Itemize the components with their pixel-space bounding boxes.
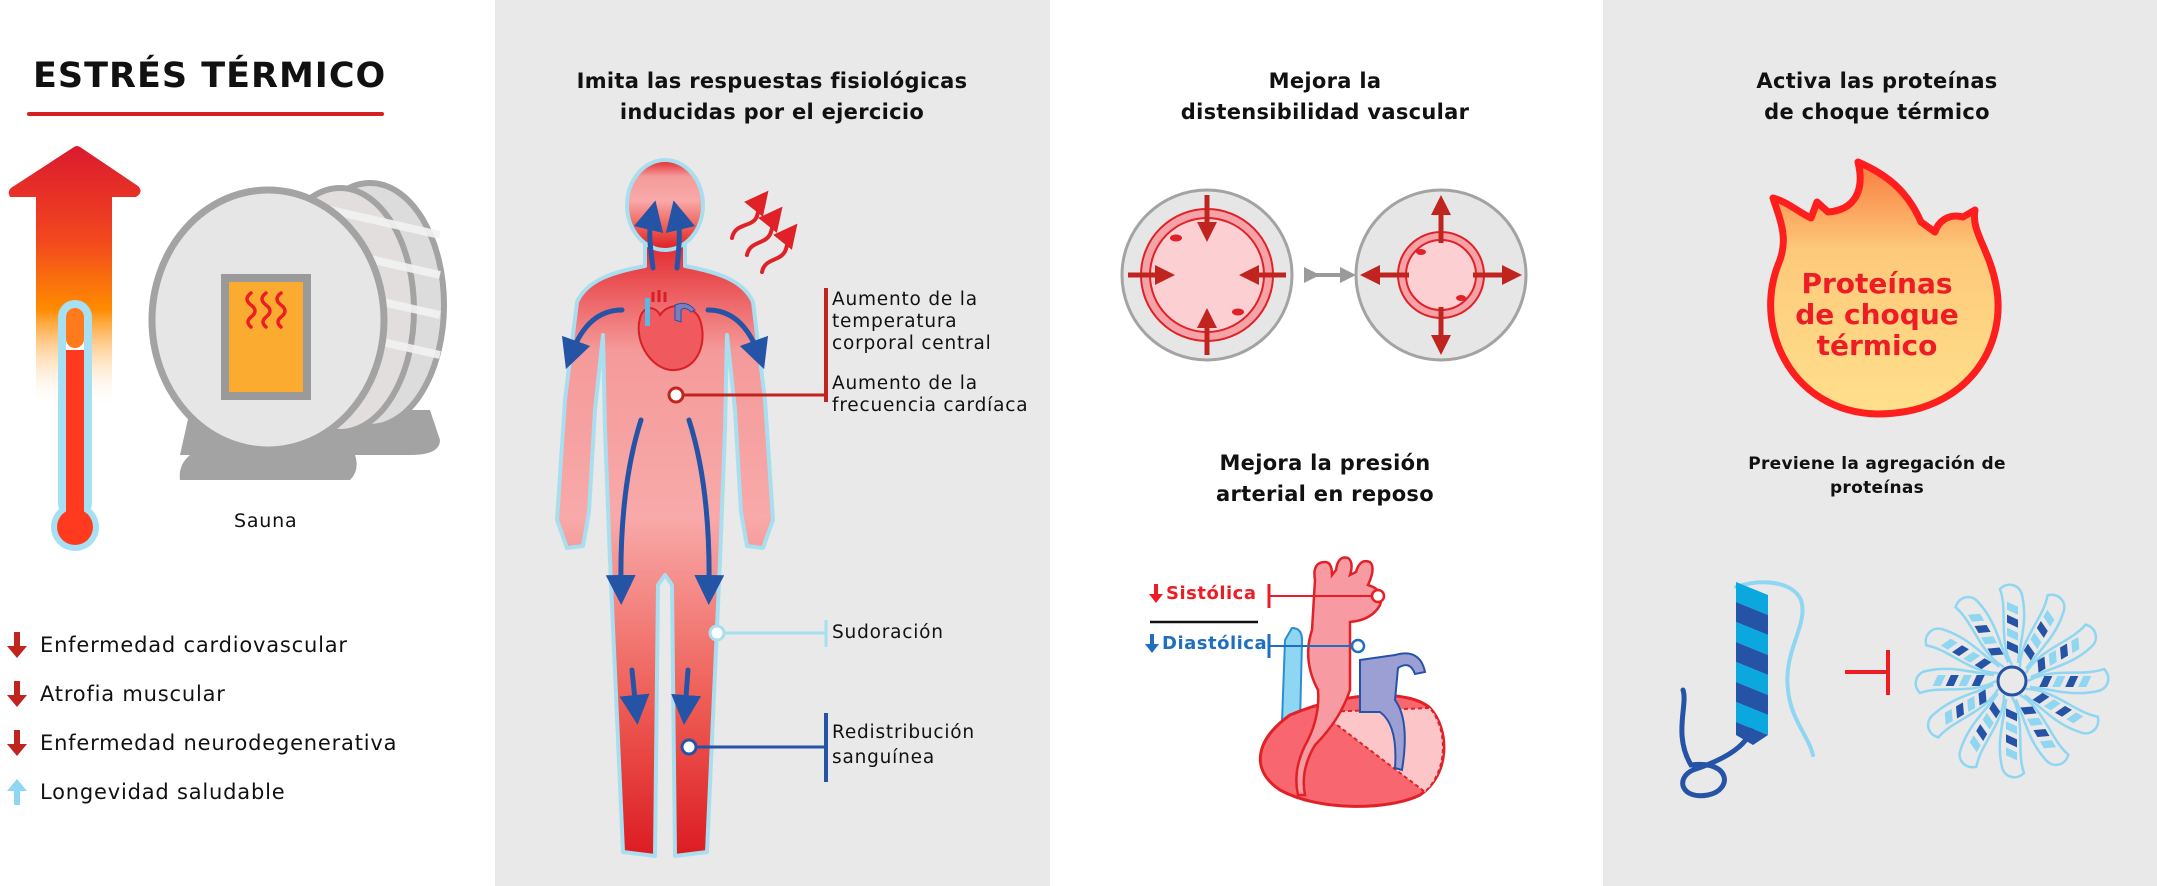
thermometer-icon	[51, 300, 99, 551]
aggregate-core	[1996, 665, 2028, 697]
down-arrow-icon	[7, 632, 27, 658]
label-line: de choque	[1795, 298, 1959, 331]
blood-flow-arrows	[561, 200, 769, 725]
rising-temperature-arrow-icon	[8, 146, 141, 410]
heat-dissipation-arrows-icon	[730, 190, 798, 274]
label-line: térmico	[1816, 329, 1938, 362]
diastolic-down-arrow-icon	[1145, 634, 1159, 653]
up-arrow-icon	[7, 779, 27, 805]
label-line: frecuencia cardíaca	[832, 395, 1029, 416]
inhibition-symbol-icon	[1845, 650, 1890, 695]
vascular-panel: Mejora la distensibilidad vascular Mejor…	[1050, 0, 1603, 886]
sauna-label: Sauna	[234, 510, 298, 532]
aggregate-protein-strand	[1958, 692, 2006, 769]
protein-illustration	[1679, 158, 2110, 799]
diastolic-callout	[1267, 634, 1366, 658]
label-line: Proteínas	[1801, 267, 1953, 300]
title-line: arterial en reposo	[1216, 482, 1434, 506]
heat-waves-icon	[245, 291, 287, 329]
title-line: Mejora la	[1268, 69, 1382, 93]
title-line: Imita las respuestas fisiológicas	[576, 69, 968, 93]
title-line: de choque térmico	[1764, 100, 1990, 124]
exercise-response-panel: Imita las respuestas fisiológicas induci…	[495, 0, 1050, 886]
systolic-down-arrow-icon	[1149, 584, 1163, 603]
title-line: Mejora la presión	[1219, 451, 1431, 475]
down-arrow-icon	[7, 730, 27, 756]
callout-sweating	[708, 620, 828, 647]
effect-label: Enfermedad neurodegenerativa	[40, 731, 398, 755]
blood-pressure-title: Mejora la presión arterial en reposo	[1216, 448, 1434, 510]
dilated-vessel-icon	[1354, 188, 1528, 362]
down-arrow-icon	[7, 681, 27, 707]
aggregate-protein-strand	[2014, 693, 2070, 767]
aggregate-protein-strand	[1926, 683, 2000, 739]
aggregate-protein-strand	[2027, 667, 2110, 695]
title-line: distensibilidad vascular	[1180, 100, 1470, 124]
systolic-label: Sistólica	[1166, 583, 1257, 604]
unfolded-protein-icon	[1679, 580, 1815, 799]
heart-anatomy-icon	[1258, 556, 1446, 808]
effect-label: Longevidad saludable	[40, 780, 286, 804]
flame-icon	[1767, 158, 2002, 418]
heat-stress-illustration	[8, 112, 447, 551]
callout-temperature-heart-rate	[667, 288, 828, 404]
label-line: sanguínea	[832, 747, 935, 768]
label-line: Redistribución	[832, 722, 975, 743]
sauna-door	[221, 274, 311, 400]
effect-item: Longevidad saludable	[6, 779, 285, 805]
effect-item: Enfermedad cardiovascular	[6, 632, 348, 658]
aggregate-protein-strand	[1998, 696, 2026, 779]
protein-aggregate-icon	[1914, 583, 2110, 779]
aggregate-protein-strand	[1998, 583, 2026, 666]
page-title: ESTRÉS TÉRMICO	[33, 56, 387, 96]
aggregate-protein-strand	[1914, 667, 1997, 695]
core-temperature-label: Aumento de la temperatura corporal centr…	[832, 289, 992, 355]
aggregate-protein-strand	[2023, 687, 2100, 735]
label-line: Aumento de la	[832, 373, 978, 394]
heat-shock-proteins-label: Proteínas de choque térmico	[1795, 268, 1959, 361]
callout-blood-redistribution	[680, 713, 828, 782]
effect-label: Atrofia muscular	[40, 682, 226, 706]
aggregate-protein-strand	[1924, 627, 2001, 675]
vascular-illustration	[1120, 188, 1528, 808]
vascular-distensibility-title: Mejora la distensibilidad vascular	[1181, 66, 1470, 128]
effect-label: Enfermedad cardiovascular	[40, 633, 348, 657]
label-line: corporal central	[832, 333, 992, 354]
heat-stress-panel: ESTRÉS TÉRMICO Sauna Enfermedad cardiova…	[0, 0, 495, 886]
heat-shock-protein-panel: Activa las proteínas de choque térmico P…	[1603, 0, 2157, 886]
sweating-label: Sudoración	[832, 622, 944, 643]
human-body-silhouette	[555, 158, 775, 858]
label-line: temperatura	[832, 311, 958, 332]
constricted-vessel-icon	[1120, 188, 1294, 362]
body-illustration	[555, 158, 828, 858]
title-line: proteínas	[1829, 478, 1925, 498]
aggregate-protein-strand	[2024, 623, 2098, 679]
aggregate-protein-strand	[2018, 593, 2066, 670]
systolic-callout	[1267, 584, 1386, 608]
title-line: Previene la agregación de	[1748, 454, 2006, 474]
effect-item: Atrofia muscular	[6, 681, 226, 707]
effect-item: Enfermedad neurodegenerativa	[6, 730, 397, 756]
label-line: Aumento de la	[832, 289, 978, 310]
panel-title: Activa las proteínas de choque térmico	[1756, 66, 1997, 128]
title-line: inducidas por el ejercicio	[619, 100, 925, 124]
aggregate-protein-strand	[1954, 595, 2010, 669]
title-line: Activa las proteínas	[1756, 69, 1998, 93]
sauna-barrel-icon	[148, 180, 447, 480]
heart-icon	[637, 290, 704, 372]
diastolic-label: Diastólica	[1162, 633, 1268, 654]
panel-title: Imita las respuestas fisiológicas induci…	[577, 66, 968, 128]
blood-redistribution-label: Redistribución sanguínea	[832, 720, 975, 770]
aggregation-subtitle: Previene la agregación de proteínas	[1748, 452, 2006, 500]
heart-rate-label: Aumento de la frecuencia cardíaca	[832, 373, 1028, 417]
